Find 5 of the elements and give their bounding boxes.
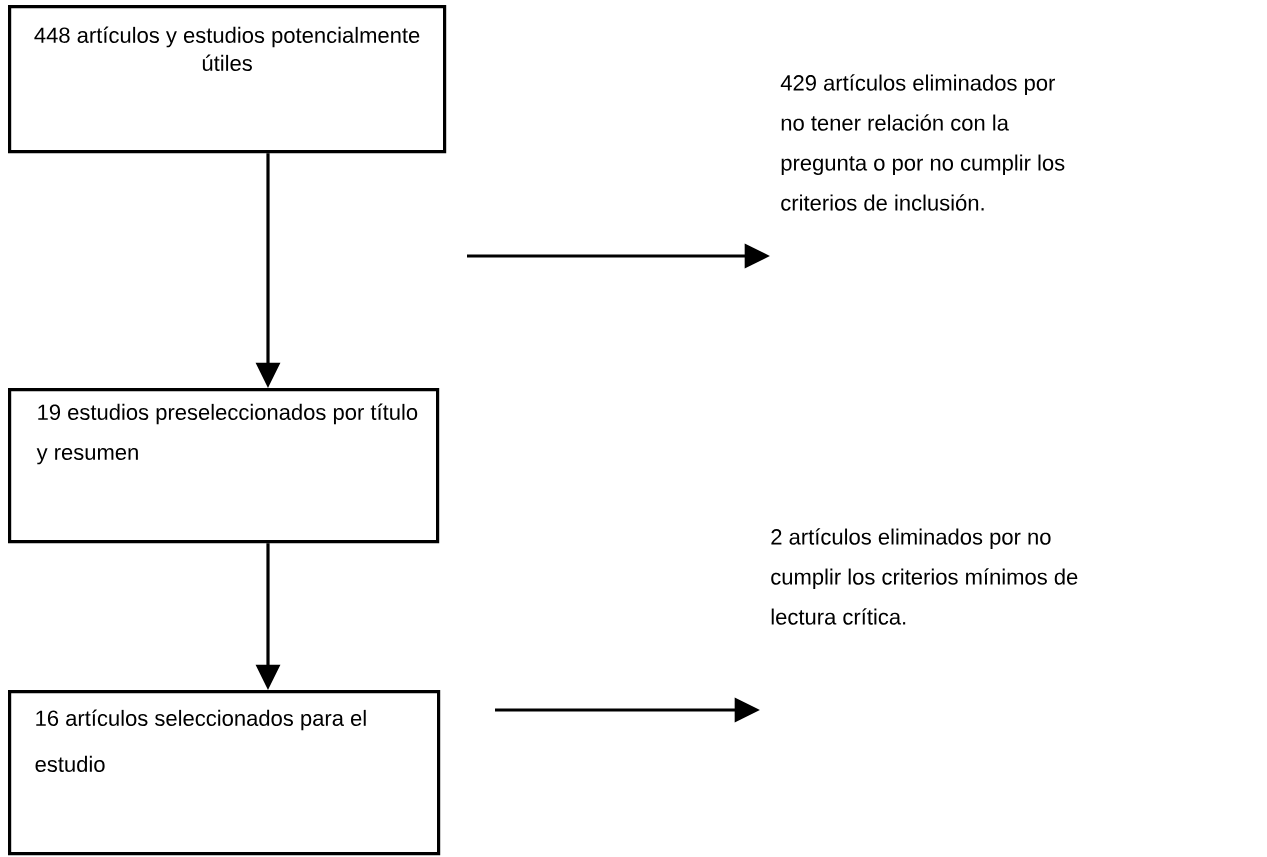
note-text: 429 artículos eliminados por no tener relación con la pregunta o por no cumplir los criterios de inclusión. xyxy=(780,74,1065,211)
process-box: 448 artículos y estudios potencialmente útiles xyxy=(8,5,447,154)
process-box: 19 estudios preseleccionados por título y resumen xyxy=(8,388,440,544)
note-text: 2 artículos eliminados por no cumplir los criterios mínimos de lectura crítica. xyxy=(771,528,1078,625)
process-box: 16 artículos seleccionados para el estudio xyxy=(8,690,441,856)
